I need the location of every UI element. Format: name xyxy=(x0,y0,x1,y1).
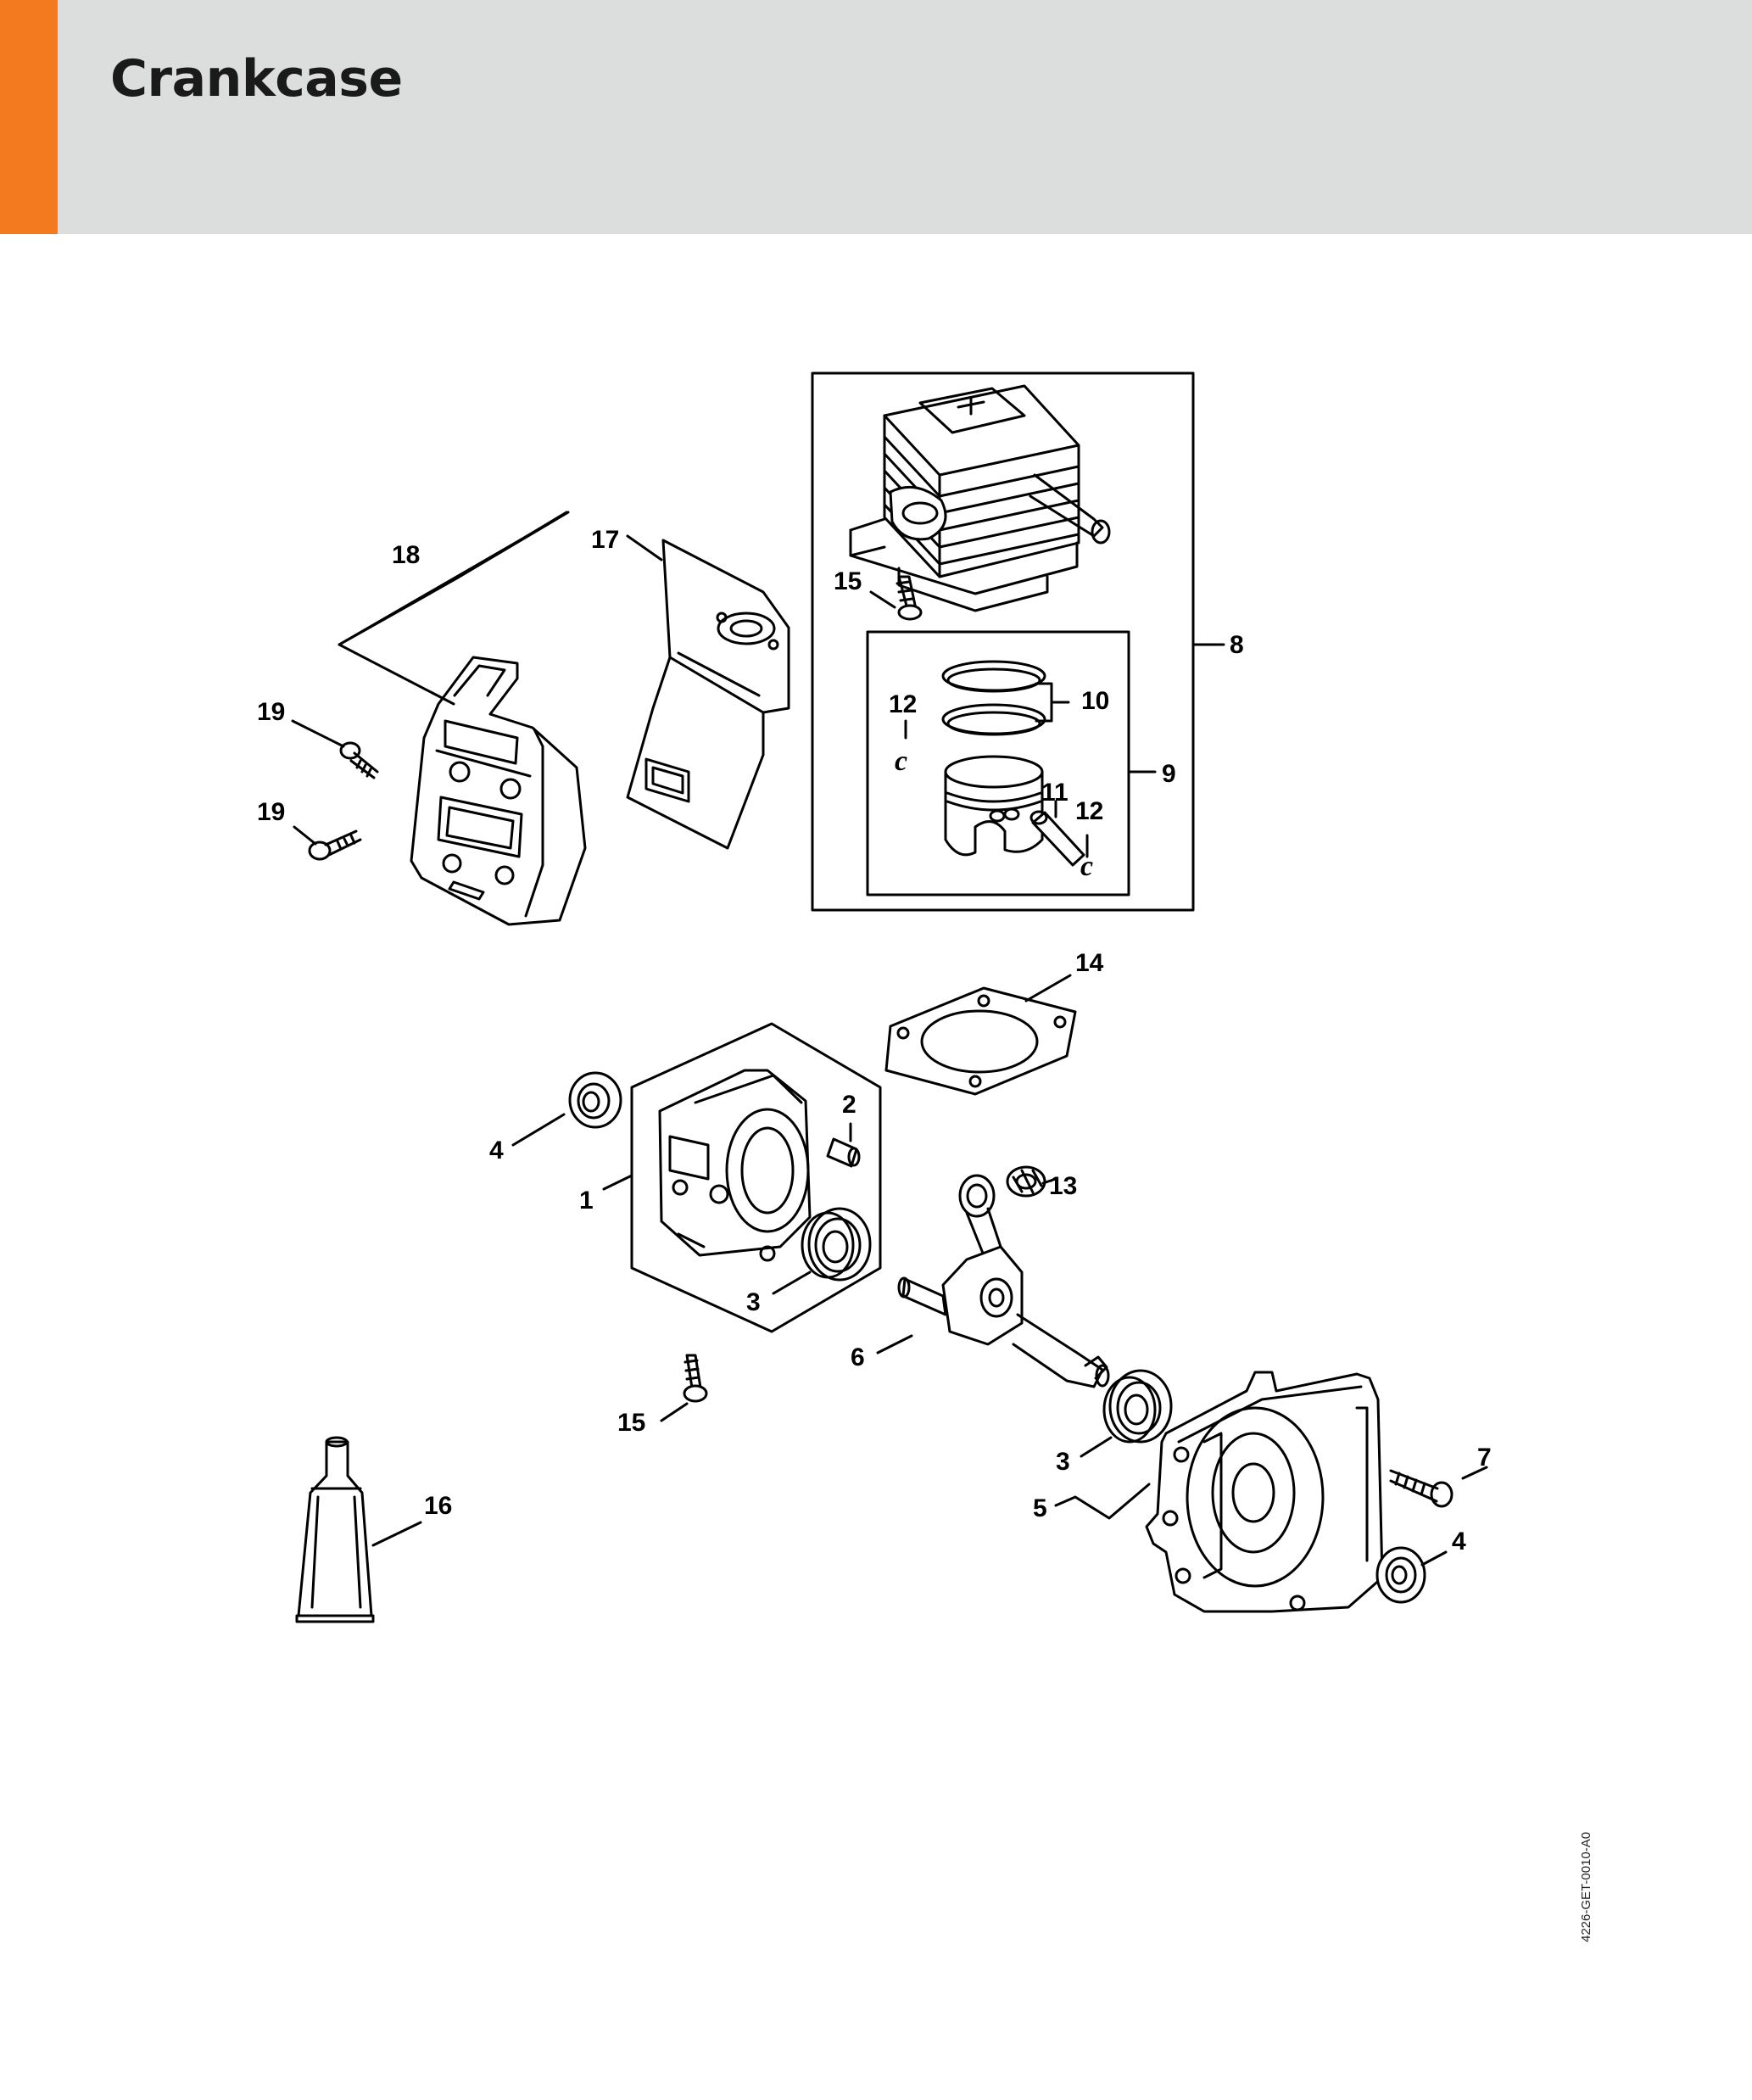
callout-7: 7 xyxy=(1477,1444,1492,1472)
document-id: 4226-GET-0010-A0 xyxy=(1579,1831,1593,1942)
callout-15-lower: 15 xyxy=(617,1409,645,1437)
needle-cage xyxy=(1006,1165,1046,1198)
cylinder-drawing xyxy=(849,384,1111,612)
callout-11: 11 xyxy=(1041,779,1068,807)
page-header xyxy=(0,0,1752,234)
piston-kit-frame xyxy=(866,630,1130,896)
screw-19-lower xyxy=(308,829,362,861)
screw-7 xyxy=(1389,1469,1453,1508)
callout-3-outer: 3 xyxy=(1056,1448,1070,1476)
callout-19-lower: 19 xyxy=(257,798,285,826)
callout-4-lower: 4 xyxy=(1452,1528,1466,1555)
ball-bearing-outer xyxy=(1102,1369,1173,1444)
screw-19-upper xyxy=(339,741,379,779)
callout-13: 13 xyxy=(1049,1172,1077,1200)
brand-accent-bar xyxy=(0,0,58,234)
callout-2: 2 xyxy=(842,1091,856,1119)
grease-tube xyxy=(295,1436,375,1623)
callout-1: 1 xyxy=(579,1187,594,1215)
callout-17: 17 xyxy=(591,526,619,554)
oil-seal-lower xyxy=(1375,1546,1426,1604)
clip-symbol-right: c xyxy=(1080,851,1093,882)
crankshaft xyxy=(897,1174,1110,1388)
muffler xyxy=(410,656,587,926)
screw-15-upper xyxy=(896,575,923,621)
piston-pin xyxy=(1029,810,1085,867)
crankcase-hex-frame xyxy=(630,1022,882,1333)
piston-rings xyxy=(941,660,1046,736)
callout-6: 6 xyxy=(851,1343,865,1371)
callout-18: 18 xyxy=(392,541,420,569)
callout-10: 10 xyxy=(1081,687,1109,715)
crankcase-half xyxy=(658,1069,812,1262)
heat-shield xyxy=(626,539,790,850)
piston-drawing xyxy=(944,755,1044,857)
callout-19-upper: 19 xyxy=(257,698,285,726)
cylinder-gasket xyxy=(884,986,1077,1096)
clip-symbol-left: c xyxy=(895,746,907,777)
callout-14: 14 xyxy=(1075,949,1104,977)
callout-15-upper: 15 xyxy=(834,567,862,595)
leader-lines xyxy=(291,511,1488,1567)
callout-labels: 18 17 19 19 15 8 12 10 9 11 12 14 2 4 1 … xyxy=(257,526,1492,1555)
callout-12-right: 12 xyxy=(1075,797,1103,825)
cylinder-kit-frame xyxy=(811,371,1195,912)
callout-3-inner: 3 xyxy=(746,1288,761,1316)
page-title: Crankcase xyxy=(110,49,403,109)
callout-12-left: 12 xyxy=(889,690,917,718)
callout-9: 9 xyxy=(1162,760,1176,788)
oil-seal-upper xyxy=(568,1071,622,1129)
callout-5: 5 xyxy=(1033,1494,1047,1522)
dowel-pin xyxy=(826,1137,861,1168)
crankcase-housing xyxy=(1145,1371,1384,1613)
ball-bearing-inner xyxy=(801,1207,872,1282)
callout-8: 8 xyxy=(1230,631,1244,659)
screw-15-lower xyxy=(683,1354,708,1403)
callout-4-upper: 4 xyxy=(489,1137,504,1164)
callout-16: 16 xyxy=(424,1492,452,1520)
